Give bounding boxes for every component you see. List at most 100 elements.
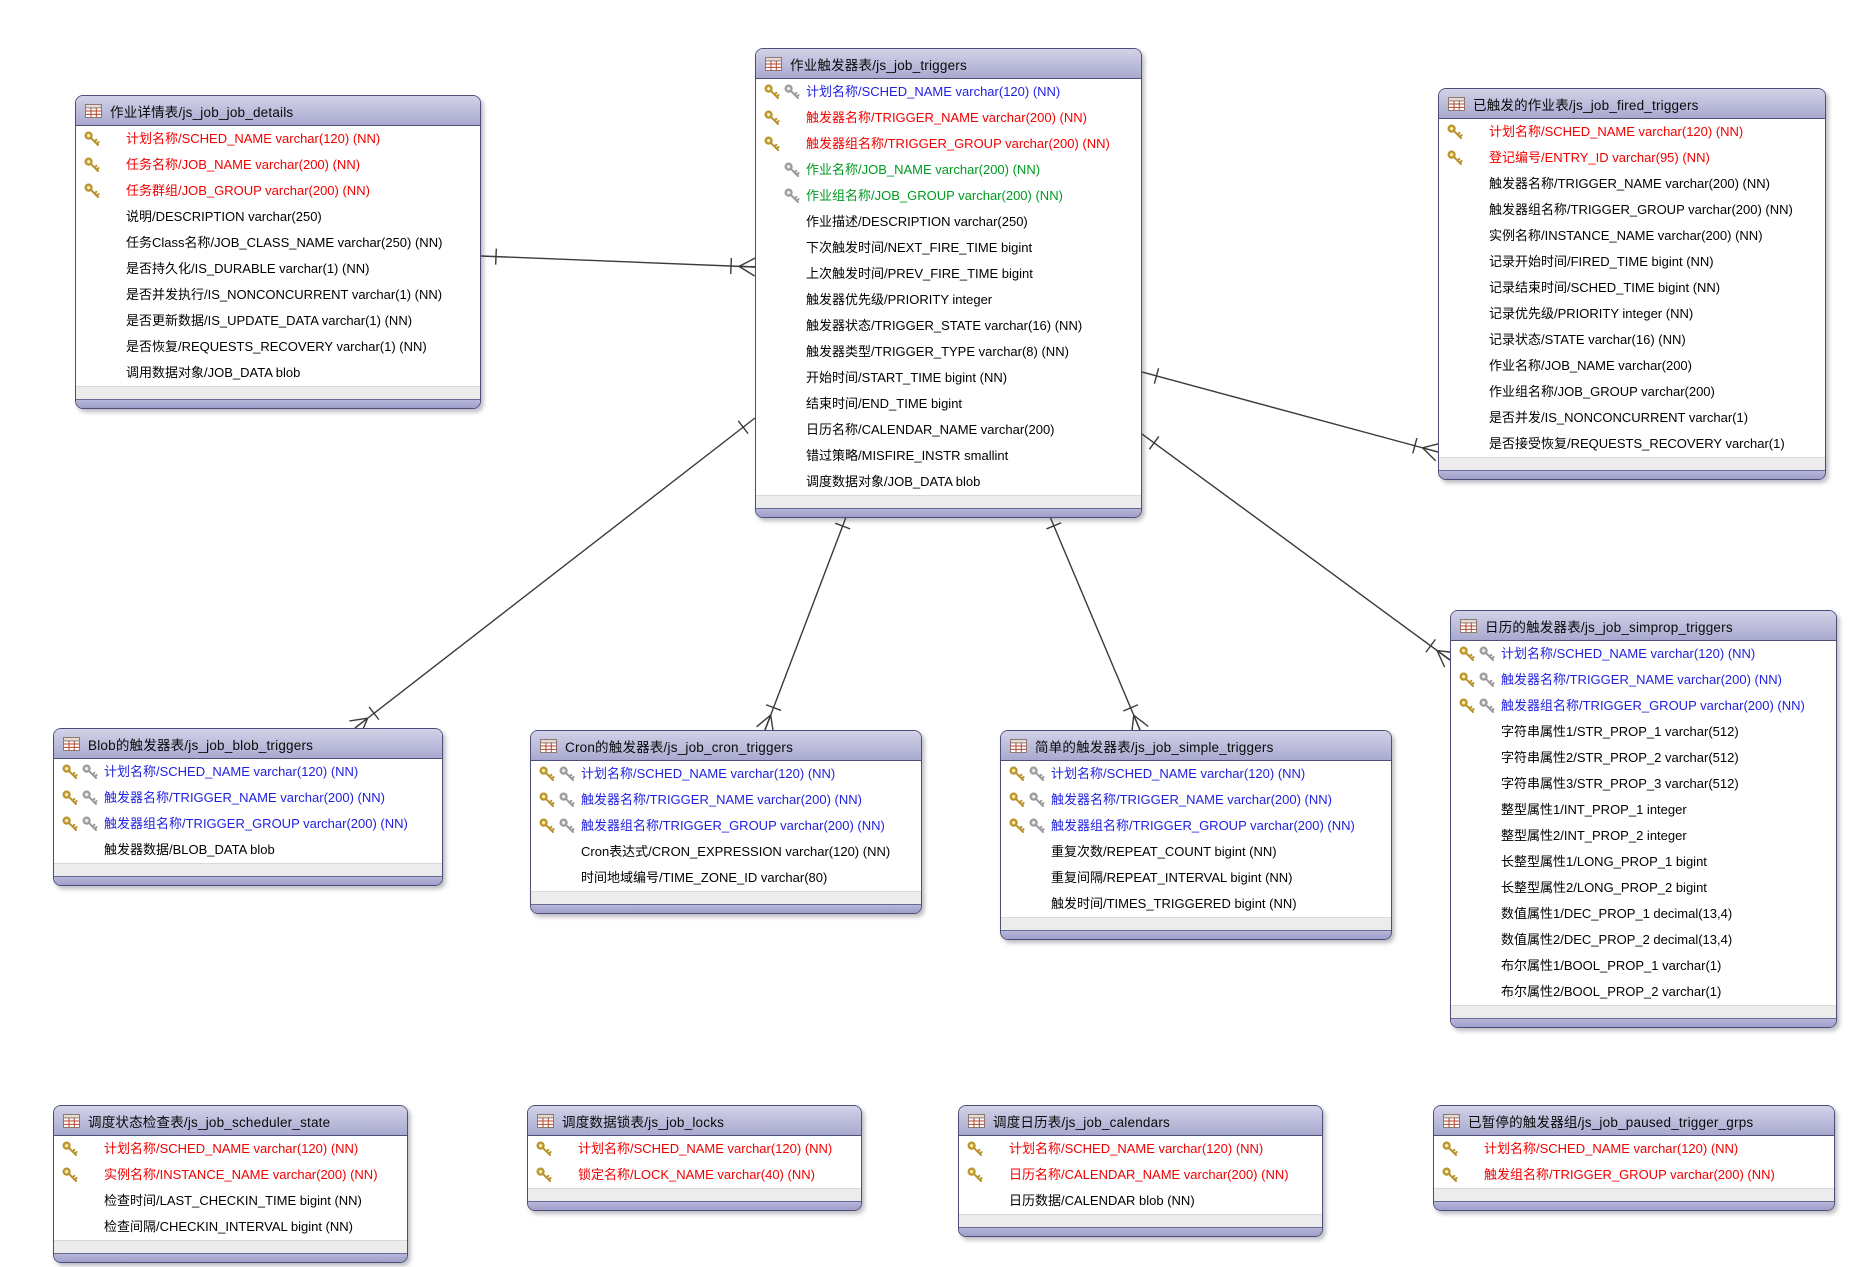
- field-row[interactable]: 字符串属性3/STR_PROP_3 varchar(512): [1451, 771, 1836, 797]
- field-row[interactable]: 调度数据对象/JOB_DATA blob: [756, 469, 1141, 495]
- field-row[interactable]: 计划名称/SCHED_NAME varchar(120) (NN): [54, 759, 442, 785]
- field-row[interactable]: 是否持久化/IS_DURABLE varchar(1) (NN): [76, 256, 480, 282]
- field-row[interactable]: Cron表达式/CRON_EXPRESSION varchar(120) (NN…: [531, 839, 921, 865]
- field-row[interactable]: 是否并发执行/IS_NONCONCURRENT varchar(1) (NN): [76, 282, 480, 308]
- relationship-js_job_triggers-js_job_cron_triggers[interactable]: [756, 511, 851, 734]
- field-row[interactable]: 触发器类型/TRIGGER_TYPE varchar(8) (NN): [756, 339, 1141, 365]
- table-header[interactable]: 已暂停的触发器组/js_job_paused_trigger_grps: [1434, 1106, 1834, 1136]
- field-row[interactable]: 作业组名称/JOB_GROUP varchar(200) (NN): [756, 183, 1141, 209]
- field-row[interactable]: 日历名称/CALENDAR_NAME varchar(200) (NN): [959, 1162, 1322, 1188]
- field-row[interactable]: 实例名称/INSTANCE_NAME varchar(200) (NN): [54, 1162, 407, 1188]
- field-row[interactable]: 触发组名称/TRIGGER_GROUP varchar(200) (NN): [1434, 1162, 1834, 1188]
- relationship-js_job_triggers-js_job_fired_triggers[interactable]: [1141, 368, 1441, 462]
- field-row[interactable]: 数值属性2/DEC_PROP_2 decimal(13,4): [1451, 927, 1836, 953]
- field-row[interactable]: 触发器组名称/TRIGGER_GROUP varchar(200) (NN): [1001, 813, 1391, 839]
- field-row[interactable]: 布尔属性2/BOOL_PROP_2 varchar(1): [1451, 979, 1836, 1005]
- field-row[interactable]: 计划名称/SCHED_NAME varchar(120) (NN): [531, 761, 921, 787]
- field-row[interactable]: 布尔属性1/BOOL_PROP_1 varchar(1): [1451, 953, 1836, 979]
- field-row[interactable]: 长整型属性1/LONG_PROP_1 bigint: [1451, 849, 1836, 875]
- field-row[interactable]: 计划名称/SCHED_NAME varchar(120) (NN): [528, 1136, 861, 1162]
- table-header[interactable]: 作业触发器表/js_job_triggers: [756, 49, 1141, 79]
- field-row[interactable]: 开始时间/START_TIME bigint (NN): [756, 365, 1141, 391]
- field-row[interactable]: 检查间隔/CHECKIN_INTERVAL bigint (NN): [54, 1214, 407, 1240]
- field-row[interactable]: 记录结束时间/SCHED_TIME bigint (NN): [1439, 275, 1825, 301]
- field-row[interactable]: 作业名称/JOB_NAME varchar(200): [1439, 353, 1825, 379]
- field-row[interactable]: 计划名称/SCHED_NAME varchar(120) (NN): [1451, 641, 1836, 667]
- field-row[interactable]: 计划名称/SCHED_NAME varchar(120) (NN): [1001, 761, 1391, 787]
- field-row[interactable]: 错过策略/MISFIRE_INSTR smallint: [756, 443, 1141, 469]
- field-row[interactable]: 重复次数/REPEAT_COUNT bigint (NN): [1001, 839, 1391, 865]
- table-header[interactable]: 已触发的作业表/js_job_fired_triggers: [1439, 89, 1825, 119]
- field-row[interactable]: 作业组名称/JOB_GROUP varchar(200): [1439, 379, 1825, 405]
- field-row[interactable]: 记录优先级/PRIORITY integer (NN): [1439, 301, 1825, 327]
- field-row[interactable]: 触发器状态/TRIGGER_STATE varchar(16) (NN): [756, 313, 1141, 339]
- table-header[interactable]: Cron的触发器表/js_job_cron_triggers: [531, 731, 921, 761]
- field-row[interactable]: 上次触发时间/PREV_FIRE_TIME bigint: [756, 261, 1141, 287]
- field-row[interactable]: 登记编号/ENTRY_ID varchar(95) (NN): [1439, 145, 1825, 171]
- field-row[interactable]: 是否恢复/REQUESTS_RECOVERY varchar(1) (NN): [76, 334, 480, 360]
- field-row[interactable]: 触发器组名称/TRIGGER_GROUP varchar(200) (NN): [1451, 693, 1836, 719]
- field-row[interactable]: 作业描述/DESCRIPTION varchar(250): [756, 209, 1141, 235]
- relationship-js_job_triggers-js_job_simprop_triggers[interactable]: [1141, 433, 1456, 668]
- table-header[interactable]: 调度数据锁表/js_job_locks: [528, 1106, 861, 1136]
- field-row[interactable]: 计划名称/SCHED_NAME varchar(120) (NN): [756, 79, 1141, 105]
- field-row[interactable]: 下次触发时间/NEXT_FIRE_TIME bigint: [756, 235, 1141, 261]
- field-row[interactable]: 触发器名称/TRIGGER_NAME varchar(200) (NN): [1439, 171, 1825, 197]
- field-row[interactable]: 重复间隔/REPEAT_INTERVAL bigint (NN): [1001, 865, 1391, 891]
- field-row[interactable]: 记录状态/STATE varchar(16) (NN): [1439, 327, 1825, 353]
- field-row[interactable]: 触发器名称/TRIGGER_NAME varchar(200) (NN): [54, 785, 442, 811]
- field-row[interactable]: 触发器组名称/TRIGGER_GROUP varchar(200) (NN): [1439, 197, 1825, 223]
- field-row[interactable]: 说明/DESCRIPTION varchar(250): [76, 204, 480, 230]
- field-row[interactable]: 长整型属性2/LONG_PROP_2 bigint: [1451, 875, 1836, 901]
- field-row[interactable]: 是否并发/IS_NONCONCURRENT varchar(1): [1439, 405, 1825, 431]
- field-row[interactable]: 是否更新数据/IS_UPDATE_DATA varchar(1) (NN): [76, 308, 480, 334]
- field-row[interactable]: 整型属性1/INT_PROP_1 integer: [1451, 797, 1836, 823]
- field-row[interactable]: 锁定名称/LOCK_NAME varchar(40) (NN): [528, 1162, 861, 1188]
- relationship-js_job_triggers-js_job_simple_triggers[interactable]: [1046, 511, 1149, 734]
- field-row[interactable]: 记录开始时间/FIRED_TIME bigint (NN): [1439, 249, 1825, 275]
- table-header[interactable]: 简单的触发器表/js_job_simple_triggers: [1001, 731, 1391, 761]
- field-row[interactable]: 字符串属性1/STR_PROP_1 varchar(512): [1451, 719, 1836, 745]
- field-row[interactable]: 触发器名称/TRIGGER_NAME varchar(200) (NN): [1451, 667, 1836, 693]
- field-row[interactable]: 触发时间/TIMES_TRIGGERED bigint (NN): [1001, 891, 1391, 917]
- field-row[interactable]: 日历名称/CALENDAR_NAME varchar(200): [756, 417, 1141, 443]
- relationship-js_job_job_details-js_job_triggers[interactable]: [480, 248, 756, 277]
- field-row[interactable]: 整型属性2/INT_PROP_2 integer: [1451, 823, 1836, 849]
- field-row[interactable]: 日历数据/CALENDAR blob (NN): [959, 1188, 1322, 1214]
- field-row[interactable]: 时间地域编号/TIME_ZONE_ID varchar(80): [531, 865, 921, 891]
- relationship-js_job_triggers-js_job_blob_triggers[interactable]: [349, 417, 756, 736]
- field-row[interactable]: 是否接受恢复/REQUESTS_RECOVERY varchar(1): [1439, 431, 1825, 457]
- field-row[interactable]: 触发器名称/TRIGGER_NAME varchar(200) (NN): [756, 105, 1141, 131]
- field-row[interactable]: 调用数据对象/JOB_DATA blob: [76, 360, 480, 386]
- field-row[interactable]: 触发器数据/BLOB_DATA blob: [54, 837, 442, 863]
- field-row[interactable]: 任务名称/JOB_NAME varchar(200) (NN): [76, 152, 480, 178]
- field-row[interactable]: 计划名称/SCHED_NAME varchar(120) (NN): [1434, 1136, 1834, 1162]
- field-row[interactable]: 触发器名称/TRIGGER_NAME varchar(200) (NN): [531, 787, 921, 813]
- table-header[interactable]: 日历的触发器表/js_job_simprop_triggers: [1451, 611, 1836, 641]
- field-row[interactable]: 计划名称/SCHED_NAME varchar(120) (NN): [76, 126, 480, 152]
- field-row[interactable]: 检查时间/LAST_CHECKIN_TIME bigint (NN): [54, 1188, 407, 1214]
- field-row[interactable]: 触发器组名称/TRIGGER_GROUP varchar(200) (NN): [531, 813, 921, 839]
- field-row[interactable]: 任务群组/JOB_GROUP varchar(200) (NN): [76, 178, 480, 204]
- field-row[interactable]: 触发器优先级/PRIORITY integer: [756, 287, 1141, 313]
- field-row[interactable]: 字符串属性2/STR_PROP_2 varchar(512): [1451, 745, 1836, 771]
- table-header[interactable]: 调度日历表/js_job_calendars: [959, 1106, 1322, 1136]
- table-header[interactable]: 作业详情表/js_job_job_details: [76, 96, 480, 126]
- field-row[interactable]: 触发器组名称/TRIGGER_GROUP varchar(200) (NN): [54, 811, 442, 837]
- table-header[interactable]: Blob的触发器表/js_job_blob_triggers: [54, 729, 442, 759]
- table-header[interactable]: 调度状态检查表/js_job_scheduler_state: [54, 1106, 407, 1136]
- field-row[interactable]: 计划名称/SCHED_NAME varchar(120) (NN): [1439, 119, 1825, 145]
- field-row[interactable]: 结束时间/END_TIME bigint: [756, 391, 1141, 417]
- field-row[interactable]: 任务Class名称/JOB_CLASS_NAME varchar(250) (N…: [76, 230, 480, 256]
